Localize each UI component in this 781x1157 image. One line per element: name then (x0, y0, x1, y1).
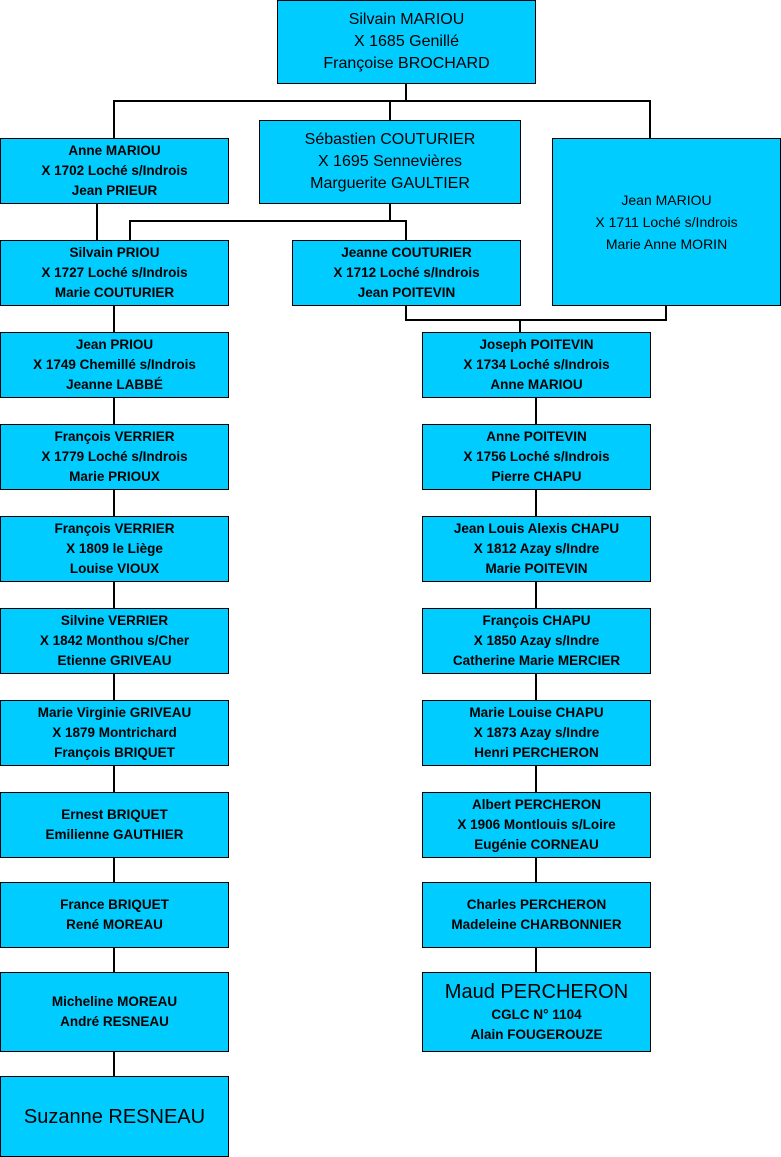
box-line: Silvine VERRIER (60, 613, 169, 628)
box-line: X 1695 Sennevières (317, 153, 463, 170)
box-line: Anne MARIOU (490, 377, 583, 392)
box-jean-louis-alexis-chapu: Jean Louis Alexis CHAPU X 1812 Azay s/Ind… (422, 516, 651, 582)
box-line: Charles PERCHERON (466, 897, 607, 912)
box-line: François VERRIER (54, 521, 175, 536)
connector-line (113, 100, 651, 138)
box-line: X 1906 Montlouis s/Loire (457, 817, 616, 832)
box-line: X 1712 Loché s/Indrois (333, 265, 480, 280)
box-line: France BRIQUET (60, 897, 169, 912)
box-line: André RESNEAU (60, 1014, 169, 1029)
box-line: X 1879 Montrichard (52, 725, 177, 740)
box-line: Marie PRIOUX (69, 469, 160, 484)
box-line: CGLC N° 1104 (491, 1007, 582, 1022)
box-albert-percheron: Albert PERCHERON X 1906 Montlouis s/Loire… (422, 792, 651, 858)
box-ernest-briquet: Ernest BRIQUET Emilienne GAUTHIER (0, 792, 229, 858)
box-line: Joseph POITEVIN (479, 337, 594, 352)
connector-line (129, 220, 407, 240)
box-line: Marie Louise CHAPU (469, 705, 604, 720)
box-line: Etienne GRIVEAU (57, 653, 172, 668)
box-line: X 1734 Loché s/Indrois (463, 357, 610, 372)
box-line: Jeanne COUTURIER (341, 245, 472, 260)
box-line: X 1873 Azay s/Indre (473, 725, 600, 740)
box-line: Catherine Marie MERCIER (452, 653, 621, 668)
connector-line (405, 306, 667, 321)
box-line: Suzanne RESNEAU (23, 1105, 206, 1128)
box-france-briquet: France BRIQUET René MOREAU (0, 882, 229, 948)
box-line: Micheline MOREAU (51, 994, 178, 1009)
box-line: X 1711 Loché s/Indrois (595, 214, 738, 230)
box-line: Jean MARIOU (621, 192, 712, 208)
box-line: X 1779 Loché s/Indrois (41, 449, 188, 464)
box-line: Jean Louis Alexis CHAPU (453, 521, 620, 536)
box-line: René MOREAU (66, 917, 163, 932)
box-line: Marie COUTURIER (54, 285, 175, 300)
box-line: Marguerite GAULTIER (310, 175, 470, 192)
box-line: Emilienne GAUTHIER (45, 827, 184, 842)
box-charles-percheron: Charles PERCHERON Madeleine CHARBONNIER (422, 882, 651, 948)
box-micheline-moreau: Micheline MOREAU André RESNEAU (0, 972, 229, 1052)
box-line: X 1812 Azay s/Indre (473, 541, 600, 556)
box-line: Louise VIOUX (69, 561, 160, 576)
box-line: François BRIQUET (54, 745, 175, 760)
box-line: Marie Anne MORIN (605, 236, 728, 252)
box-line: X 1702 Loché s/Indrois (41, 163, 188, 178)
box-line: Françoise BROCHARD (323, 55, 490, 72)
box-line: Jean PRIOU (75, 337, 154, 352)
box-line: Albert PERCHERON (471, 797, 601, 812)
box-line: François CHAPU (482, 613, 591, 628)
box-line: Silvain PRIOU (69, 245, 160, 260)
box-line: Maud PERCHERON (444, 981, 629, 1003)
box-line: Pierre CHAPU (491, 469, 582, 484)
box-line: François VERRIER (54, 429, 175, 444)
box-line: X 1756 Loché s/Indrois (463, 449, 610, 464)
box-line: Eugénie CORNEAU (474, 837, 599, 852)
box-line: Ernest BRIQUET (61, 807, 168, 822)
box-line: Madeleine CHARBONNIER (451, 917, 622, 932)
box-line: Marie Virginie GRIVEAU (37, 705, 192, 720)
box-line: X 1850 Azay s/Indre (473, 633, 600, 648)
box-suzanne-resneau: Suzanne RESNEAU (0, 1076, 229, 1157)
box-line: X 1842 Monthou s/Cher (39, 633, 190, 648)
box-line: Anne MARIOU (68, 143, 161, 158)
box-line: Jean POITEVIN (357, 285, 456, 300)
box-line: Jean PRIEUR (71, 183, 158, 198)
box-line: X 1727 Loché s/Indrois (41, 265, 188, 280)
box-line: Anne POITEVIN (486, 429, 587, 444)
box-line: X 1749 Chemillé s/Indrois (33, 357, 196, 372)
box-line: Alain FOUGEROUZE (470, 1027, 603, 1042)
box-line: Henri PERCHERON (474, 745, 599, 760)
box-marie-virginie-griveau: Marie Virginie GRIVEAU X 1879 Montrichard… (0, 700, 229, 766)
box-line: Jeanne LABBÉ (66, 377, 163, 392)
box-line: X 1685 Genillé (354, 33, 459, 50)
box-line: Sébastien COUTURIER (304, 131, 476, 148)
box-line: X 1809 le Liège (66, 541, 163, 556)
box-line: Marie POITEVIN (485, 561, 588, 576)
box-line: Silvain MARIOU (348, 11, 465, 28)
